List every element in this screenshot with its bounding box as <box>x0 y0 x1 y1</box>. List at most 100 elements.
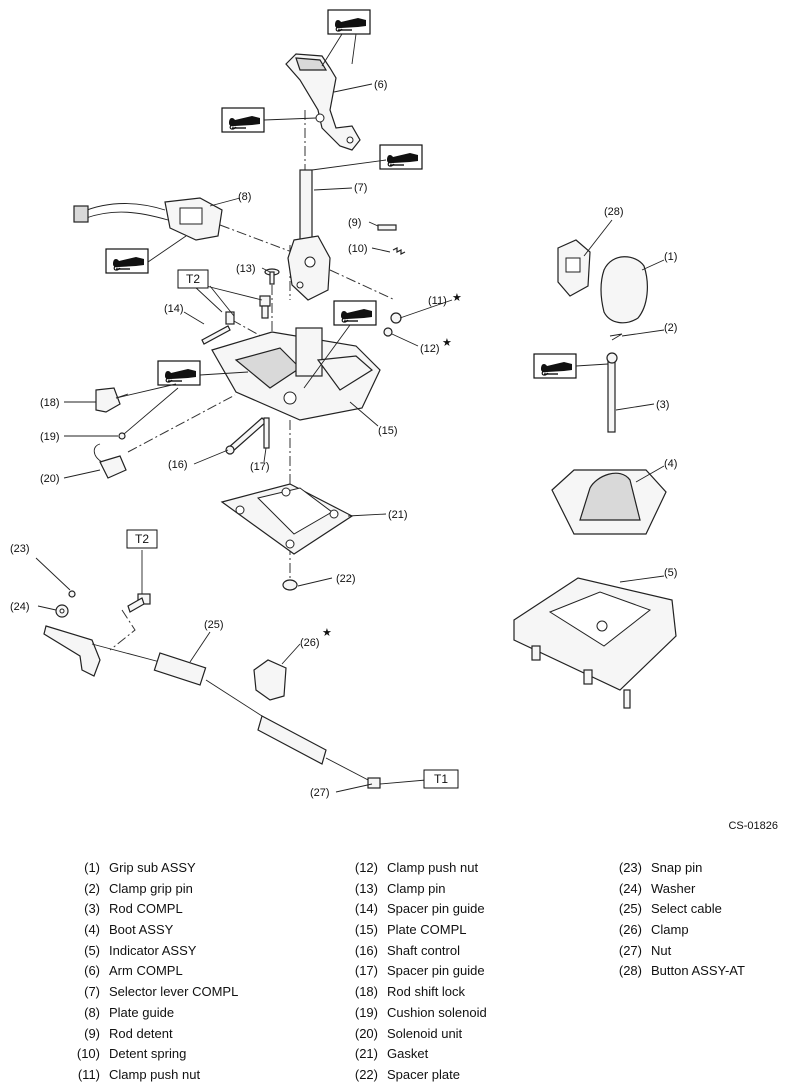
legend-item: (11)Clamp push nut <box>64 1065 238 1086</box>
clamp <box>253 659 287 701</box>
legend-part-name: Arm COMPL <box>109 963 183 979</box>
legend-item: (12) Clamp push nut <box>342 858 487 879</box>
legend-item: (25)Select cable <box>606 899 745 920</box>
legend-item: (6)Arm COMPL <box>64 961 238 982</box>
legend-item: (5)Indicator ASSY <box>64 941 238 962</box>
callout-22: (22) <box>336 573 356 585</box>
legend-part-name: Detent spring <box>109 1046 187 1062</box>
legend-item: (7)Selector lever COMPL <box>64 982 238 1003</box>
grease-icon <box>327 9 371 35</box>
clamp-push-nut-12 <box>383 327 393 337</box>
bolt-t2-upper <box>259 295 271 319</box>
legend-number: (26) <box>618 922 642 938</box>
legend-part-name: Washer <box>651 880 696 896</box>
clamp-grip-pin <box>609 333 623 341</box>
callout-1: (1) <box>664 251 677 263</box>
grip-sub-assy <box>600 256 648 324</box>
callout-6: (6) <box>374 79 387 91</box>
legend-part-name: Solenoid unit <box>387 1025 463 1041</box>
callout-25: (25) <box>204 619 224 631</box>
legend-part-name: Grip sub ASSY <box>109 860 196 875</box>
legend-item: (8)Plate guide <box>64 1003 238 1024</box>
legend-item: (2)Clamp grip pin <box>64 879 238 900</box>
select-cable <box>43 625 381 789</box>
legend-item: (10)Detent spring <box>64 1044 238 1065</box>
grease-icon <box>221 107 265 133</box>
legend-part-name: Rod COMPL <box>109 901 183 917</box>
star-11: ★ <box>452 292 462 304</box>
legend-item: (21)Gasket <box>342 1044 487 1065</box>
callout-13: (13) <box>236 263 256 275</box>
torque-label-t2-lower: T2 <box>135 532 149 546</box>
legend-number: (13) <box>354 880 378 896</box>
callout-14: (14) <box>164 303 184 315</box>
callout-9: (9) <box>348 217 361 229</box>
indicator-assy <box>513 577 677 709</box>
grease-icon <box>157 360 201 386</box>
torque-label-t1: T1 <box>434 772 448 786</box>
gasket <box>220 483 354 555</box>
legend-item: (4)Boot ASSY <box>64 920 238 941</box>
plate-compl <box>211 327 381 421</box>
legend-number: (24) <box>618 880 642 896</box>
legend-number: (1) <box>84 860 100 875</box>
callout-2: (2) <box>664 322 677 334</box>
callout-4: (4) <box>664 458 677 470</box>
rod-detent <box>377 224 397 231</box>
callout-19: (19) <box>40 431 60 443</box>
grease-icon <box>379 144 423 170</box>
cushion-solenoid <box>118 432 126 440</box>
exploded-diagram: T2 T2 T1 (6) (7) (8) (9) (10) (13) (14) … <box>10 9 677 799</box>
legend-part-name: Snap pin <box>651 860 703 875</box>
legend-item: (18)Rod shift lock <box>342 982 487 1003</box>
legend-number: (12) <box>354 860 378 875</box>
centerline-plate-guide <box>219 224 301 256</box>
legend-item: (15) Plate COMPL <box>342 920 487 941</box>
clamp-pin <box>264 268 280 285</box>
legend-part-name: Shaft control <box>387 942 460 958</box>
legend-number: (15) <box>354 922 378 938</box>
grease-icon <box>333 300 377 326</box>
legend-number: (18) <box>354 984 378 1000</box>
legend-column-1: (1)Grip sub ASSY (2)Clamp grip pin (3)Ro… <box>64 858 238 1086</box>
legend-item: (9)Rod detent <box>64 1024 238 1045</box>
legend-number: (7) <box>84 984 100 1000</box>
legend-part-name: Plate COMPL <box>387 922 467 938</box>
legend-part-name: Plate guide <box>109 1004 175 1020</box>
legend-item: (27)Nut <box>606 941 745 962</box>
callout-5: (5) <box>664 567 677 579</box>
detent-spring <box>392 247 406 255</box>
rod-shift-lock <box>95 387 129 413</box>
legend-number: (22) <box>354 1066 378 1082</box>
spacer-plate <box>282 579 298 591</box>
callout-16: (16) <box>168 459 188 471</box>
legend-part-name: Clamp push nut <box>387 860 479 875</box>
legend-part-name: Clamp <box>651 922 689 938</box>
callout-12: (12) <box>420 343 440 355</box>
legend-number: (16) <box>354 942 378 958</box>
callout-24: (24) <box>10 601 30 613</box>
legend-item: (1) Grip sub ASSY <box>64 858 238 879</box>
legend-number: (11) <box>77 1066 100 1082</box>
legend-item: (23)Snap pin <box>606 858 745 879</box>
boot-assy <box>551 469 667 535</box>
legend-part-name: Boot ASSY <box>109 922 174 938</box>
clamp-push-nut-11 <box>390 312 402 324</box>
legend-part-name: Spacer plate <box>387 1066 460 1082</box>
legend-part-name: Spacer pin guide <box>387 963 485 979</box>
button-assy-at <box>557 239 591 297</box>
legend-number: (19) <box>354 1004 378 1020</box>
legend-item: (24) Washer <box>606 879 745 900</box>
centerline-pin <box>329 269 396 301</box>
torque-label-t2-upper: T2 <box>186 272 200 286</box>
centerline-14 <box>231 319 269 341</box>
legend-item: (20)Solenoid unit <box>342 1024 487 1045</box>
parts-legend: (1)Grip sub ASSY (2)Clamp grip pin (3)Ro… <box>0 858 790 1088</box>
legend-item: (14)Spacer pin guide <box>342 899 487 920</box>
legend-part-name: Rod detent <box>109 1025 173 1041</box>
legend-part-name: Indicator ASSY <box>109 942 197 958</box>
legend-part-name: Clamp grip pin <box>109 880 193 896</box>
callout-26: (26) <box>300 637 320 649</box>
legend-part-name: Clamp pin <box>387 880 446 896</box>
legend-item: (19)Cushion solenoid <box>342 1003 487 1024</box>
